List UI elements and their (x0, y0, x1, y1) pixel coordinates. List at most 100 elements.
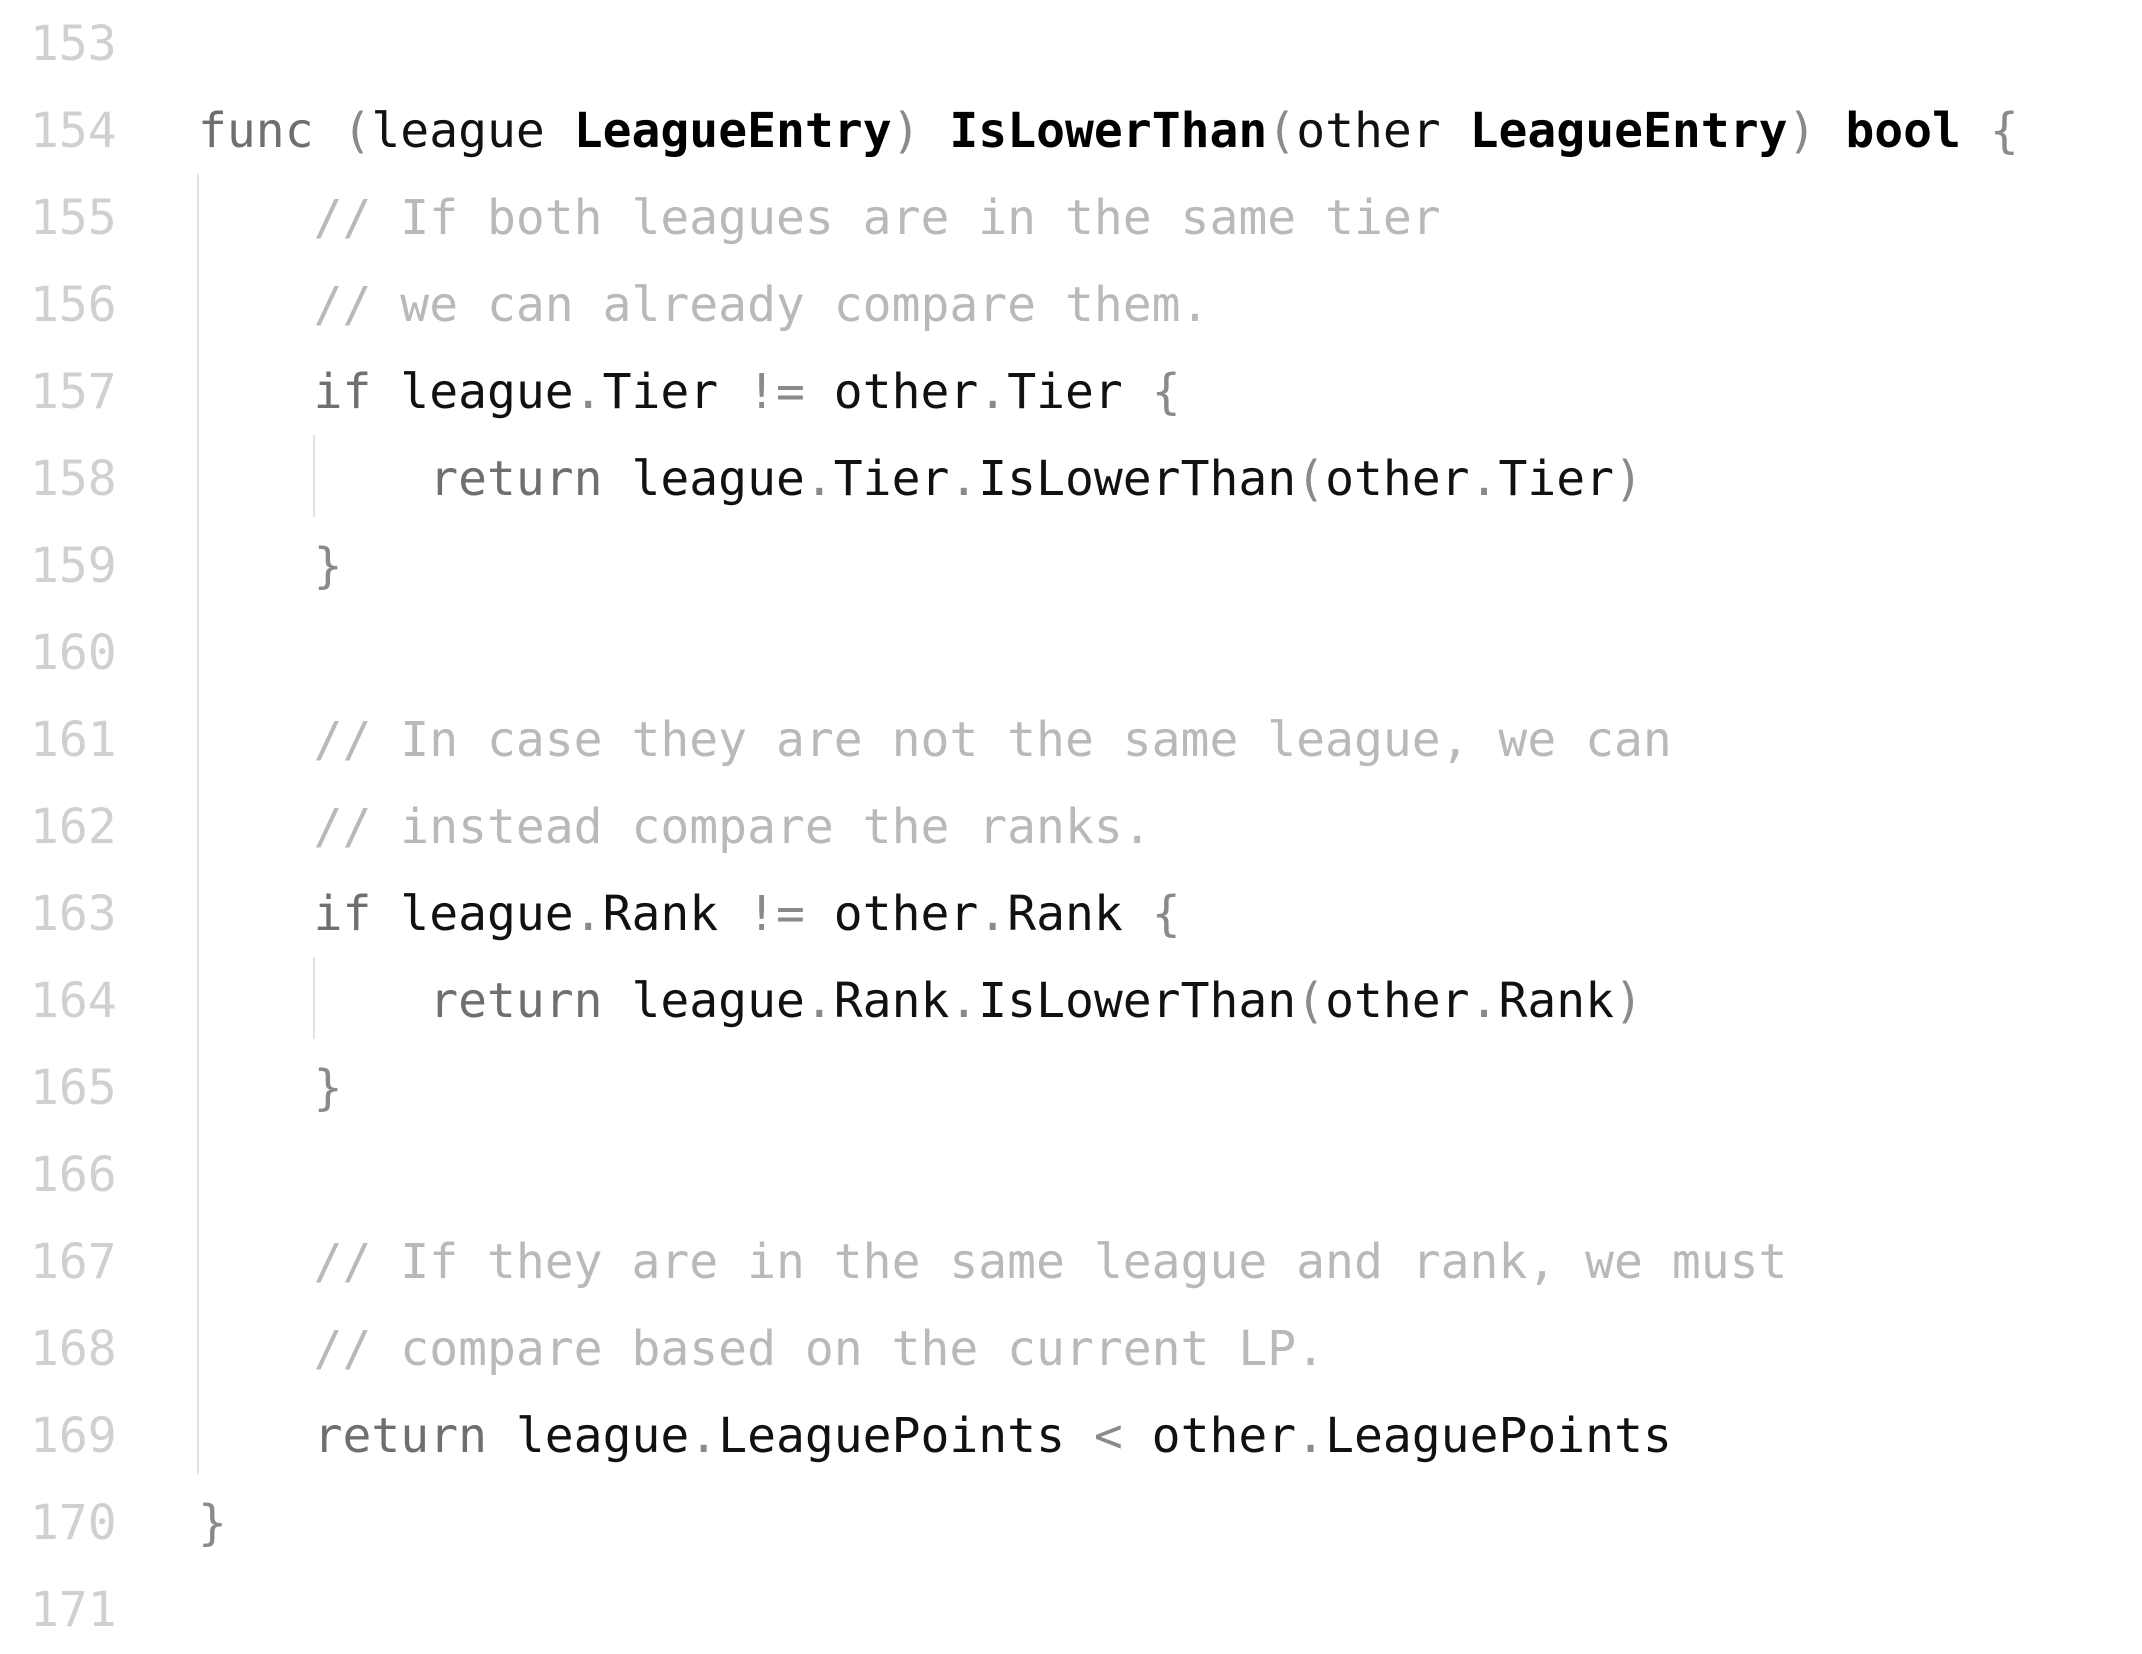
code-token: IsLowerThan (978, 973, 1297, 1029)
code-line[interactable]: 161 // In case they are not the same lea… (0, 697, 2142, 784)
line-code: // In case they are not the same league,… (198, 697, 1672, 784)
code-line[interactable]: 162 // instead compare the ranks. (0, 784, 2142, 871)
code-token: Tier (833, 451, 950, 507)
code-token: ) (1614, 973, 1643, 1029)
code-token (1961, 103, 1990, 159)
indent (198, 1321, 314, 1377)
line-number: 159 (30, 538, 117, 594)
code-token (545, 103, 574, 159)
line-code: } (198, 1045, 343, 1132)
code-token: league (602, 451, 805, 507)
code-token: ) (891, 103, 921, 159)
indent-guide-if-rank-body (313, 957, 315, 1039)
code-token: league (602, 973, 805, 1029)
code-token: . (1469, 973, 1499, 1029)
code-token: . (978, 886, 1008, 942)
code-token (921, 103, 950, 159)
code-token: // instead compare the ranks. (313, 799, 1152, 855)
code-token: . (689, 1408, 719, 1464)
line-number: 170 (30, 1495, 117, 1551)
indent (198, 538, 314, 594)
code-line[interactable]: 160 (0, 610, 2142, 697)
code-line[interactable]: 169 return league.LeaguePoints < other.L… (0, 1393, 2142, 1480)
code-token: other (1296, 103, 1441, 159)
code-line[interactable]: 168 // compare based on the current LP. (0, 1306, 2142, 1393)
code-token: Tier (1498, 451, 1615, 507)
indent (198, 1408, 314, 1464)
code-line[interactable]: 155 // If both leagues are in the same t… (0, 175, 2142, 262)
code-line[interactable]: 156 // we can already compare them. (0, 262, 2142, 349)
code-token: IsLowerThan (978, 451, 1297, 507)
code-token: // If they are in the same league and ra… (313, 1234, 1788, 1290)
code-token: ( (1296, 973, 1326, 1029)
code-token: other (1325, 973, 1470, 1029)
code-line[interactable]: 164 return league.Rank.IsLowerThan(other… (0, 958, 2142, 1045)
indent (198, 886, 314, 942)
line-code: } (198, 1480, 227, 1567)
code-token: LeaguePoints (1325, 1408, 1672, 1464)
line-number: 161 (30, 712, 117, 768)
indent (198, 451, 429, 507)
code-line[interactable]: 170} (0, 1480, 2142, 1567)
line-number: 156 (30, 277, 117, 333)
line-number: 154 (30, 103, 117, 159)
indent (198, 364, 314, 420)
indent (198, 1060, 314, 1116)
line-code: // instead compare the ranks. (198, 784, 1152, 871)
code-token: ) (1614, 451, 1643, 507)
line-number: 163 (30, 886, 117, 942)
line-number: 168 (30, 1321, 117, 1377)
code-token: . (1469, 451, 1499, 507)
code-token: { (1151, 886, 1181, 942)
code-token (1441, 103, 1470, 159)
code-token: LeagueEntry (573, 103, 892, 159)
indent (198, 277, 314, 333)
line-number: 169 (30, 1408, 117, 1464)
code-token: Tier (1007, 364, 1152, 420)
line-code: return league.Rank.IsLowerThan(other.Ran… (198, 958, 1643, 1045)
code-token: . (978, 364, 1008, 420)
code-token: ( (342, 103, 372, 159)
code-token: . (1296, 1408, 1326, 1464)
line-number: 167 (30, 1234, 117, 1290)
code-token: Rank (1007, 886, 1152, 942)
indent (198, 712, 314, 768)
code-line[interactable]: 163 if league.Rank != other.Rank { (0, 871, 2142, 958)
code-token: != (747, 364, 805, 420)
line-number: 155 (30, 190, 117, 246)
code-token: . (573, 364, 603, 420)
code-token: IsLowerThan (949, 103, 1268, 159)
code-line[interactable]: 153 (0, 1, 2142, 88)
code-token: league (371, 364, 574, 420)
code-token: other (1325, 451, 1470, 507)
line-number: 162 (30, 799, 117, 855)
line-code: // we can already compare them. (198, 262, 1210, 349)
code-token: league (371, 886, 574, 942)
line-number: 171 (30, 1582, 117, 1638)
code-token: Rank (1498, 973, 1615, 1029)
code-token: // compare based on the current LP. (313, 1321, 1326, 1377)
code-token: return (313, 1408, 487, 1464)
code-line[interactable]: 166 (0, 1132, 2142, 1219)
line-number: 166 (30, 1147, 117, 1203)
indent (198, 973, 429, 1029)
code-token: Rank (602, 886, 748, 942)
line-code: return league.LeaguePoints < other.Leagu… (198, 1393, 1672, 1480)
code-line[interactable]: 165 } (0, 1045, 2142, 1132)
line-code: if league.Rank != other.Rank { (198, 871, 1181, 958)
code-token: . (949, 451, 979, 507)
code-token: } (198, 1495, 227, 1551)
code-line[interactable]: 157 if league.Tier != other.Tier { (0, 349, 2142, 436)
code-line[interactable]: 171 (0, 1567, 2142, 1654)
code-line[interactable]: 158 return league.Tier.IsLowerThan(other… (0, 436, 2142, 523)
code-line[interactable]: 159 } (0, 523, 2142, 610)
line-code: // If they are in the same league and ra… (198, 1219, 1788, 1306)
code-token: ) (1787, 103, 1817, 159)
code-token: . (804, 973, 834, 1029)
line-number: 157 (30, 364, 117, 420)
code-token: != (747, 886, 805, 942)
code-line[interactable]: 167 // If they are in the same league an… (0, 1219, 2142, 1306)
code-token: // we can already compare them. (313, 277, 1210, 333)
